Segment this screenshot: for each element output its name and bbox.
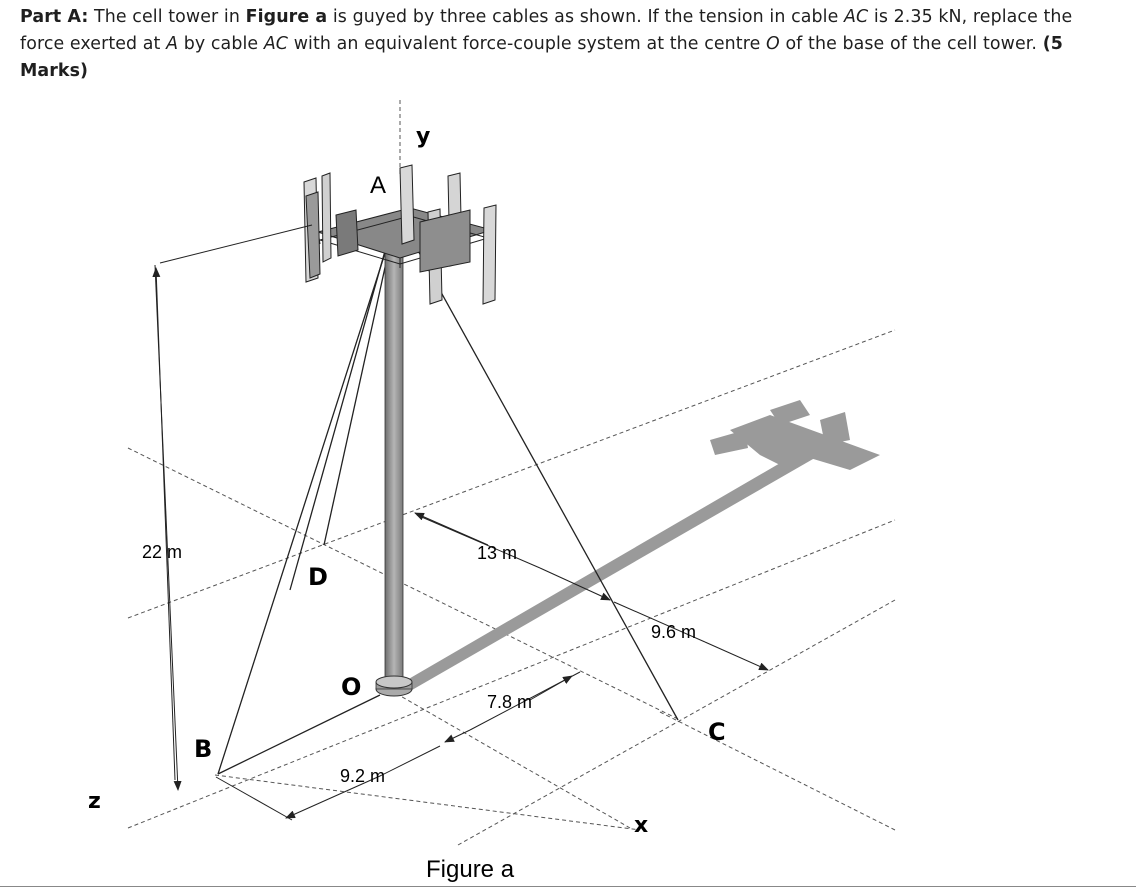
label-point-b: B bbox=[194, 735, 212, 763]
figure-reference: Figure a bbox=[245, 7, 328, 27]
label-point-a: A bbox=[370, 172, 386, 199]
problem-text-3: is 2.35 kN, replace the force exerted at bbox=[20, 7, 1073, 54]
tower-pole bbox=[375, 219, 413, 697]
figure-caption: Figure a bbox=[426, 856, 515, 883]
problem-text-5: with an equivalent force-couple system a… bbox=[288, 34, 767, 54]
label-axis-z: z bbox=[88, 789, 101, 814]
problem-text-4: by cable bbox=[178, 34, 264, 54]
label-axis-x: x bbox=[634, 813, 648, 838]
dim-c-z-label: 9.6 m bbox=[651, 622, 696, 642]
cable-ac-label: AC bbox=[844, 7, 869, 27]
point-o-label: O bbox=[766, 34, 780, 54]
point-a-label: A bbox=[166, 34, 179, 54]
part-label: Part A: bbox=[20, 7, 89, 27]
antenna-platform bbox=[159, 164, 497, 305]
label-point-c: C bbox=[708, 718, 726, 746]
problem-text-6: of the base of the cell tower. bbox=[779, 34, 1043, 54]
dim-b-label: 9.2 m bbox=[340, 766, 385, 786]
tower-shadow bbox=[400, 400, 880, 690]
problem-statement: Part A: The cell tower in Figure a is gu… bbox=[20, 4, 1110, 85]
dim-c-x-label: 7.8 m bbox=[487, 692, 532, 712]
guy-cables bbox=[217, 219, 679, 775]
label-point-o: O bbox=[341, 673, 361, 701]
problem-text-1: The cell tower in bbox=[88, 7, 246, 27]
cable-ac-label-2: AC bbox=[263, 34, 289, 54]
dimension-lines bbox=[152, 264, 769, 821]
dim-d-label: 13 m bbox=[477, 543, 517, 563]
problem-text-2: is guyed by three cables as shown. If th… bbox=[327, 7, 845, 27]
ground-grid bbox=[127, 100, 896, 846]
dim-height-label: 22 m bbox=[142, 542, 182, 562]
marks-label: (5 Marks) bbox=[20, 34, 1063, 81]
label-axis-y: y bbox=[416, 124, 430, 149]
label-point-d: D bbox=[308, 563, 328, 591]
base-lines bbox=[217, 694, 381, 775]
bottom-divider bbox=[0, 886, 1136, 887]
